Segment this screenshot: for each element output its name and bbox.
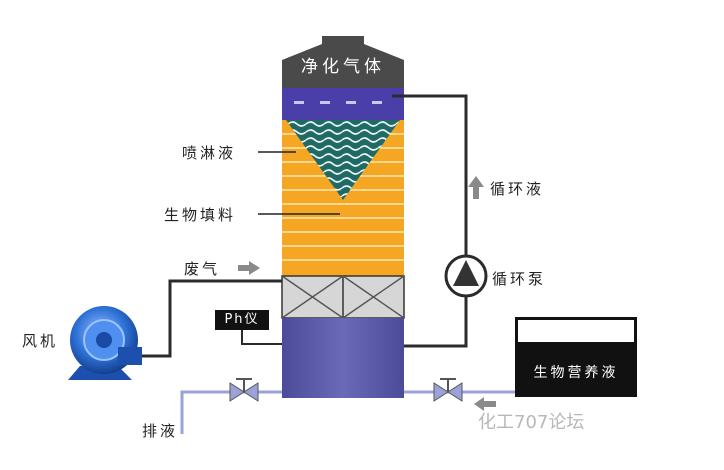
clean-gas-label: 净化气体: [301, 57, 385, 77]
watermark-text: 化工707论坛: [478, 412, 585, 433]
pump-arrow-icon: [453, 260, 479, 286]
waste-gas-pipe: [138, 279, 282, 358]
bio-packing-label: 生物填料: [164, 206, 237, 224]
fan-label: 风机: [22, 332, 59, 350]
ph-probe-line: [241, 330, 282, 345]
grid-cross-hatch: [281, 275, 405, 319]
spray-cone: [286, 120, 400, 200]
fan-icon: [68, 306, 142, 380]
inlet-arrow-icon: [238, 261, 260, 275]
circulating-pump-label: 循环泵: [492, 270, 547, 288]
drain-label: 排液: [142, 422, 179, 440]
exhaust-hood: [282, 36, 404, 88]
ph-meter-label: Ph仪: [215, 310, 269, 330]
liquid-sump: [282, 318, 404, 398]
spray-liquid-label: 喷淋液: [182, 144, 237, 162]
leader-lines: [258, 151, 340, 215]
flow-up-arrow-icon: [468, 176, 484, 199]
nutrient-solution-label: 生物营养液: [533, 365, 619, 381]
feed-arrow-icon: [474, 397, 496, 411]
drain-valve-icon: [229, 378, 259, 402]
circulating-liquid-label: 循环液: [490, 180, 545, 198]
tank-headspace: [518, 320, 634, 342]
spray-nozzles: [294, 101, 382, 104]
recirculation-pipe: [392, 94, 468, 348]
waste-gas-label: 废气: [184, 260, 221, 278]
feed-valve-icon: [433, 378, 463, 402]
